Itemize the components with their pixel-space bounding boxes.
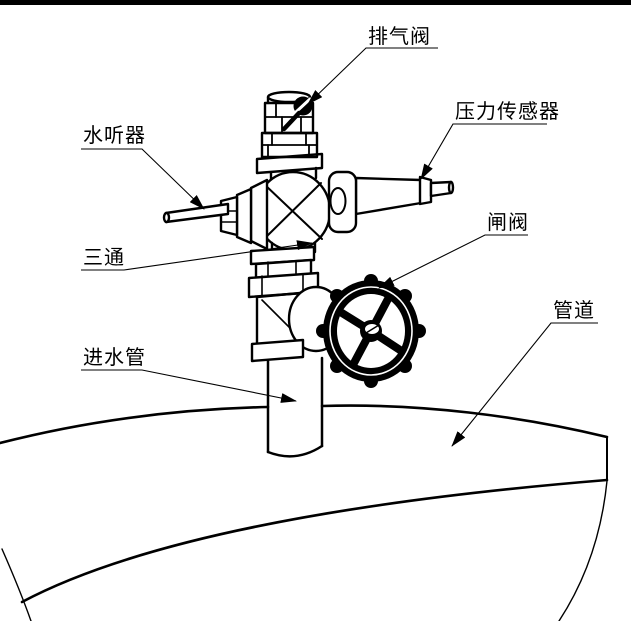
leader-hydrophone: [81, 148, 205, 210]
leader-tee: [81, 240, 313, 271]
pipeline-left-end-arc: [1, 548, 32, 621]
label-inlet-pipe: 进水管: [83, 346, 146, 369]
callouts: 排气阀 水听器 压力传感器 三通 闸阀 进水管 管道: [81, 25, 598, 447]
leader-pressure-sensor: [420, 123, 547, 180]
exhaust-valve-slash-mark: [281, 110, 302, 132]
leader-gate-valve: [378, 234, 528, 289]
tee-top-collar: [255, 152, 324, 175]
pipeline-top-curve-left: [0, 405, 270, 445]
callout-hydrophone: 水听器: [81, 124, 205, 210]
label-pipeline: 管道: [553, 299, 595, 322]
inlet-pipe-bottom-cap: [266, 444, 324, 458]
callout-pipeline: 管道: [451, 299, 598, 447]
leader-exhaust-valve: [307, 47, 438, 105]
pipeline-bottom-curve: [20, 478, 609, 604]
hydrophone-rod: [164, 202, 230, 224]
callout-tee: 三通: [81, 240, 313, 271]
callout-exhaust-valve: 排气阀: [307, 25, 438, 105]
label-tee: 三通: [83, 246, 125, 269]
exhaust-valve-hex-nut: [260, 131, 319, 159]
left-cone-band-2: [235, 187, 253, 245]
label-pressure-sensor: 压力传感器: [455, 100, 560, 123]
hydrophone-probe: [162, 178, 269, 251]
sensor-body: [354, 176, 423, 216]
callout-inlet-pipe: 进水管: [81, 346, 297, 403]
inlet-pipe: [266, 356, 324, 458]
leader-inlet-pipe: [81, 369, 297, 403]
callout-pressure-sensor: 压力传感器: [420, 100, 560, 180]
label-gate-valve: 闸阀: [487, 211, 529, 234]
exhaust-valve-facets: [275, 103, 302, 134]
sensor-tip-end: [447, 180, 455, 195]
top-border-bar: [0, 0, 631, 5]
pipeline-right-end-arc: [558, 480, 608, 621]
exhaust-valve: [255, 90, 324, 183]
handwheel: [316, 274, 426, 388]
coupling-hex2-facets: [261, 273, 304, 296]
wheel-rim-highlight: [329, 286, 413, 376]
leader-pipeline: [451, 322, 598, 447]
sensor-collar: [418, 175, 433, 206]
left-hex-nut: [219, 195, 239, 237]
callout-gate-valve: 闸阀: [378, 211, 529, 289]
pressure-sensor-probe: [327, 170, 455, 234]
exhaust-hex-facets: [267, 132, 310, 158]
label-exhaust-valve: 排气阀: [368, 25, 431, 48]
tee-cross-lines: [263, 182, 323, 240]
main-pipeline: [0, 404, 609, 621]
pipeline-top-curve-right: [320, 404, 609, 439]
left-cone-band-1: [249, 178, 269, 251]
label-hydrophone: 水听器: [83, 124, 146, 147]
wheel-hub-slot: [365, 324, 380, 334]
hydrophone-rod-end: [162, 211, 171, 224]
right-ring-hole: [329, 187, 347, 215]
bottom-flange: [250, 338, 305, 363]
